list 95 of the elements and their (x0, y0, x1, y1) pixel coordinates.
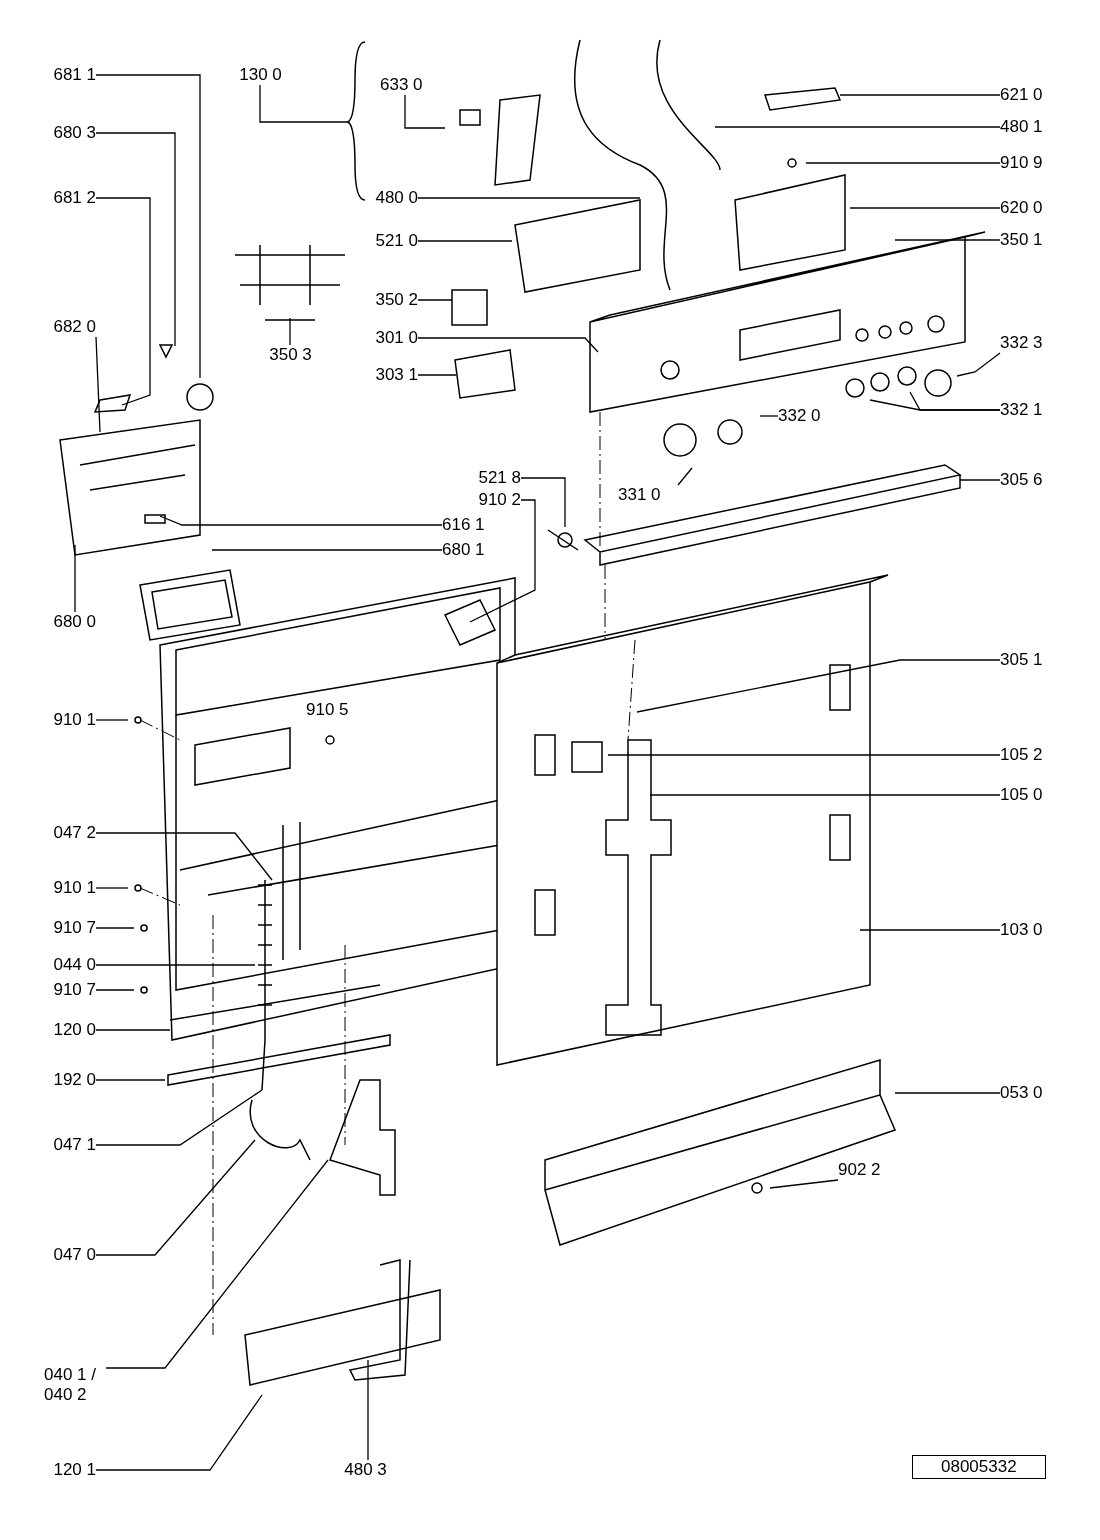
callout-number: 047 0 (38, 1245, 96, 1265)
leader-line (469, 499, 536, 623)
leader-line (956, 352, 1001, 377)
leader-line (159, 515, 443, 526)
leader-line (95, 336, 101, 433)
leader-line (289, 317, 291, 346)
leader-line (959, 479, 1001, 481)
callout-number: 910 9 (1000, 153, 1060, 173)
leader-line (769, 1179, 839, 1189)
callout-number: 910 2 (465, 490, 521, 510)
leader-line (74, 544, 76, 613)
leader-line (839, 94, 1001, 96)
leader-line (105, 1159, 329, 1369)
leader-line (894, 239, 1001, 241)
callout-number: 680 1 (442, 540, 502, 560)
leader-line (894, 1092, 1001, 1094)
leader-line (367, 1359, 369, 1461)
leader-line (417, 240, 513, 242)
callout-number: 480 0 (362, 188, 418, 208)
callout-number: 332 1 (1000, 400, 1060, 420)
leader-line (649, 794, 1001, 796)
callout-number: 331 0 (618, 485, 678, 505)
callout-number: 303 1 (362, 365, 418, 385)
leader-line (417, 197, 641, 199)
callout-number: 350 1 (1000, 230, 1060, 250)
callout-number: 681 2 (38, 188, 96, 208)
leader-line (636, 659, 1001, 713)
leader-line (714, 126, 1001, 128)
leader-line (520, 477, 566, 528)
leader-line (95, 719, 129, 721)
callout-number: 480 3 (338, 1460, 393, 1480)
leader-line (95, 832, 273, 881)
leader-line (677, 467, 693, 486)
callout-number: 621 0 (1000, 85, 1060, 105)
drawing-number: 08005332 (912, 1455, 1046, 1479)
callout-number: 103 0 (1000, 920, 1060, 940)
callout-number: 105 0 (1000, 785, 1060, 805)
leader-line (404, 94, 446, 129)
leader-line (417, 374, 457, 376)
callout-number: 616 1 (442, 515, 502, 535)
callout-number: 680 3 (38, 123, 96, 143)
callout-number: 521 8 (465, 468, 521, 488)
leader-line (259, 84, 349, 123)
callout-number: 053 0 (1000, 1083, 1060, 1103)
leader-line (95, 197, 151, 406)
leader-line (859, 929, 1001, 931)
leader-line (805, 162, 1001, 164)
leader-line (95, 1089, 263, 1146)
callout-number: 105 2 (1000, 745, 1060, 765)
callout-number: 680 0 (38, 612, 96, 632)
callout-number: 332 0 (778, 406, 838, 426)
callout-number: 120 0 (38, 1020, 96, 1040)
callout-number: 301 0 (362, 328, 418, 348)
callout-number: 910 7 (38, 918, 96, 938)
callout-number: 305 1 (1000, 650, 1060, 670)
callout-number: 910 7 (38, 980, 96, 1000)
callout-number: 910 1 (38, 710, 96, 730)
callout-number: 040 1 / 040 2 (44, 1365, 106, 1405)
leader-line (95, 132, 176, 347)
callout-number: 350 2 (362, 290, 418, 310)
leader-line (417, 337, 599, 353)
callout-number: 120 1 (38, 1460, 96, 1480)
leader-line (95, 74, 201, 379)
leader-line (211, 549, 443, 551)
leader-line (95, 927, 135, 929)
callout-number: 305 6 (1000, 470, 1060, 490)
callout-number: 902 2 (838, 1160, 898, 1180)
leader-line (607, 754, 1001, 756)
callout-number: 047 2 (38, 823, 96, 843)
callout-number: 620 0 (1000, 198, 1060, 218)
leader-line (95, 1029, 171, 1031)
leader-line (95, 887, 129, 889)
callout-number: 047 1 (38, 1135, 96, 1155)
callout-number: 682 0 (38, 317, 96, 337)
bracket (347, 41, 366, 201)
leader-line (95, 1079, 166, 1081)
leader-line (759, 415, 779, 417)
leader-line (95, 1394, 263, 1471)
callout-number: 480 1 (1000, 117, 1060, 137)
leader-line (95, 964, 256, 966)
callout-number: 192 0 (38, 1070, 96, 1090)
leader-line (849, 207, 1001, 209)
callout-number: 681 1 (38, 65, 96, 85)
callout-number: 910 1 (38, 878, 96, 898)
callout-number: 130 0 (233, 65, 288, 85)
callout-number: 633 0 (380, 75, 435, 95)
callout-number: 332 3 (1000, 333, 1060, 353)
leader-line (95, 989, 135, 991)
leader-line (909, 391, 1001, 411)
callout-number: 350 3 (263, 345, 318, 365)
callout-number: 910 5 (306, 700, 349, 720)
leader-line (95, 1139, 256, 1256)
callout-number: 521 0 (362, 231, 418, 251)
callout-number: 044 0 (38, 955, 96, 975)
leader-line (417, 299, 453, 301)
